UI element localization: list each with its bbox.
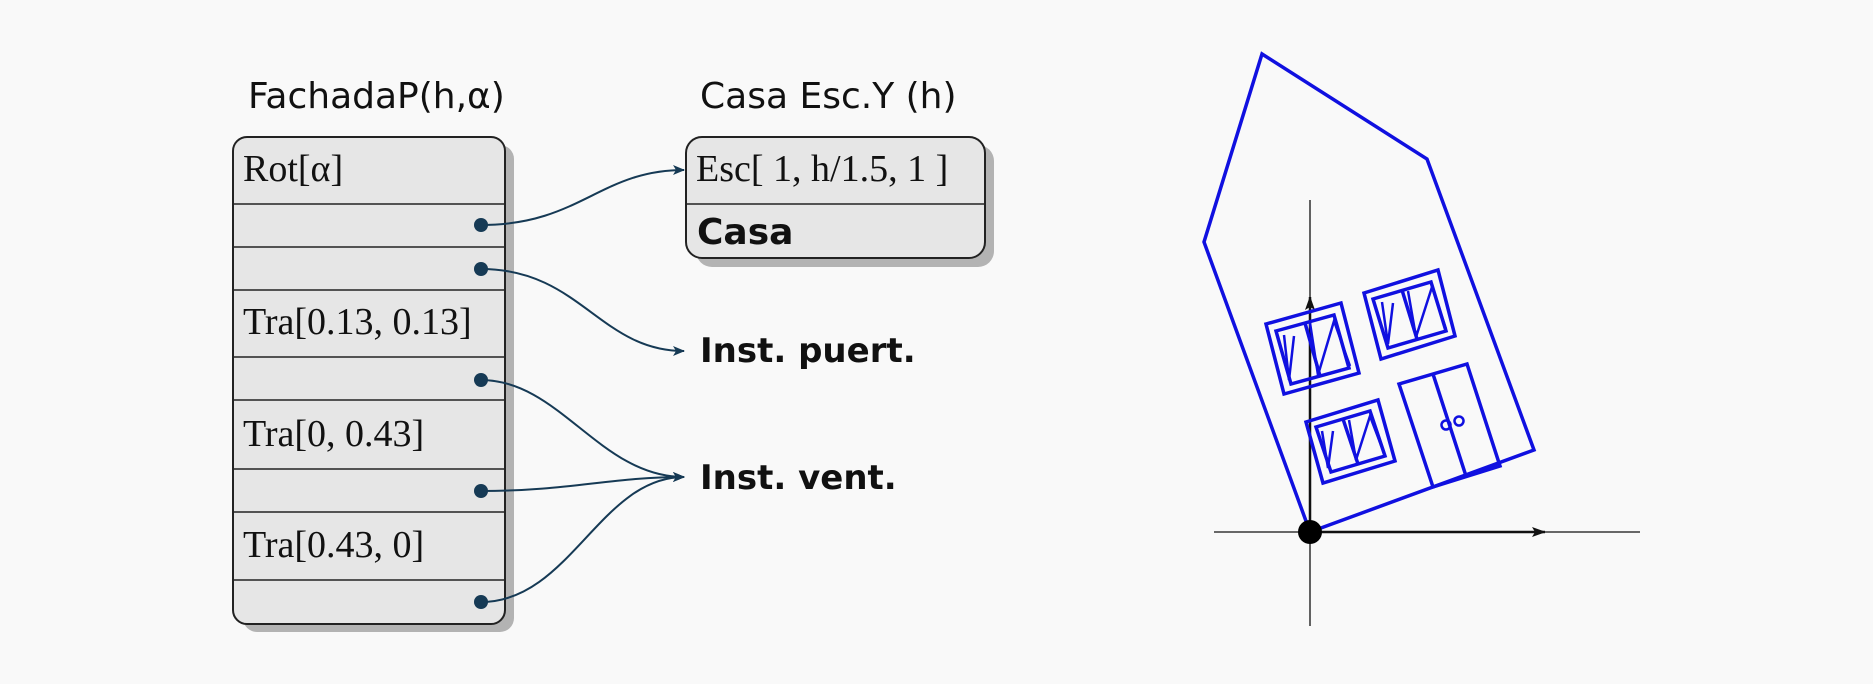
house — [1202, 51, 1537, 535]
fachada-title: FachadaP(h,α) — [248, 76, 505, 117]
inst-puerta-label: Inst. puert. — [700, 331, 916, 371]
inst-ventana-label: Inst. vent. — [700, 458, 897, 498]
window-1 — [1263, 300, 1362, 397]
connector-to-ventana-2 — [480, 472, 685, 492]
connector-to-casa — [480, 165, 685, 226]
casa-row-label: Casa — [697, 212, 793, 253]
tra-row-label-2: Tra[0, 0.43] — [243, 413, 424, 455]
esc-row-label: Esc[ 1, h/1.5, 1 ] — [696, 148, 948, 190]
fachada-node: FachadaP(h,α) Rot[α] Tra[0.13, 0.13] Tra… — [232, 76, 514, 632]
connectors — [480, 165, 685, 603]
connector-to-ventana-3 — [480, 472, 685, 603]
window-3 — [1303, 397, 1398, 486]
casa-box — [685, 136, 986, 259]
house-illustration — [1202, 51, 1640, 626]
rot-row-label: Rot[α] — [243, 148, 343, 190]
door — [1396, 361, 1503, 490]
tra-row-label-3: Tra[0.43, 0] — [243, 524, 424, 566]
tra-row-label-1: Tra[0.13, 0.13] — [243, 301, 472, 343]
origin-point — [1298, 520, 1322, 544]
connector-to-ventana-1 — [480, 379, 685, 482]
fachada-box — [232, 136, 506, 625]
fachada-row-dividers — [233, 203, 505, 581]
casa-node: Casa Esc.Y (h) Esc[ 1, h/1.5, 1 ] Casa — [685, 76, 994, 267]
house-outline — [1202, 51, 1537, 535]
connector-to-puerta — [480, 268, 685, 356]
window-2 — [1361, 267, 1458, 362]
axes — [1214, 200, 1640, 626]
casa-title: Casa Esc.Y (h) — [700, 76, 957, 117]
